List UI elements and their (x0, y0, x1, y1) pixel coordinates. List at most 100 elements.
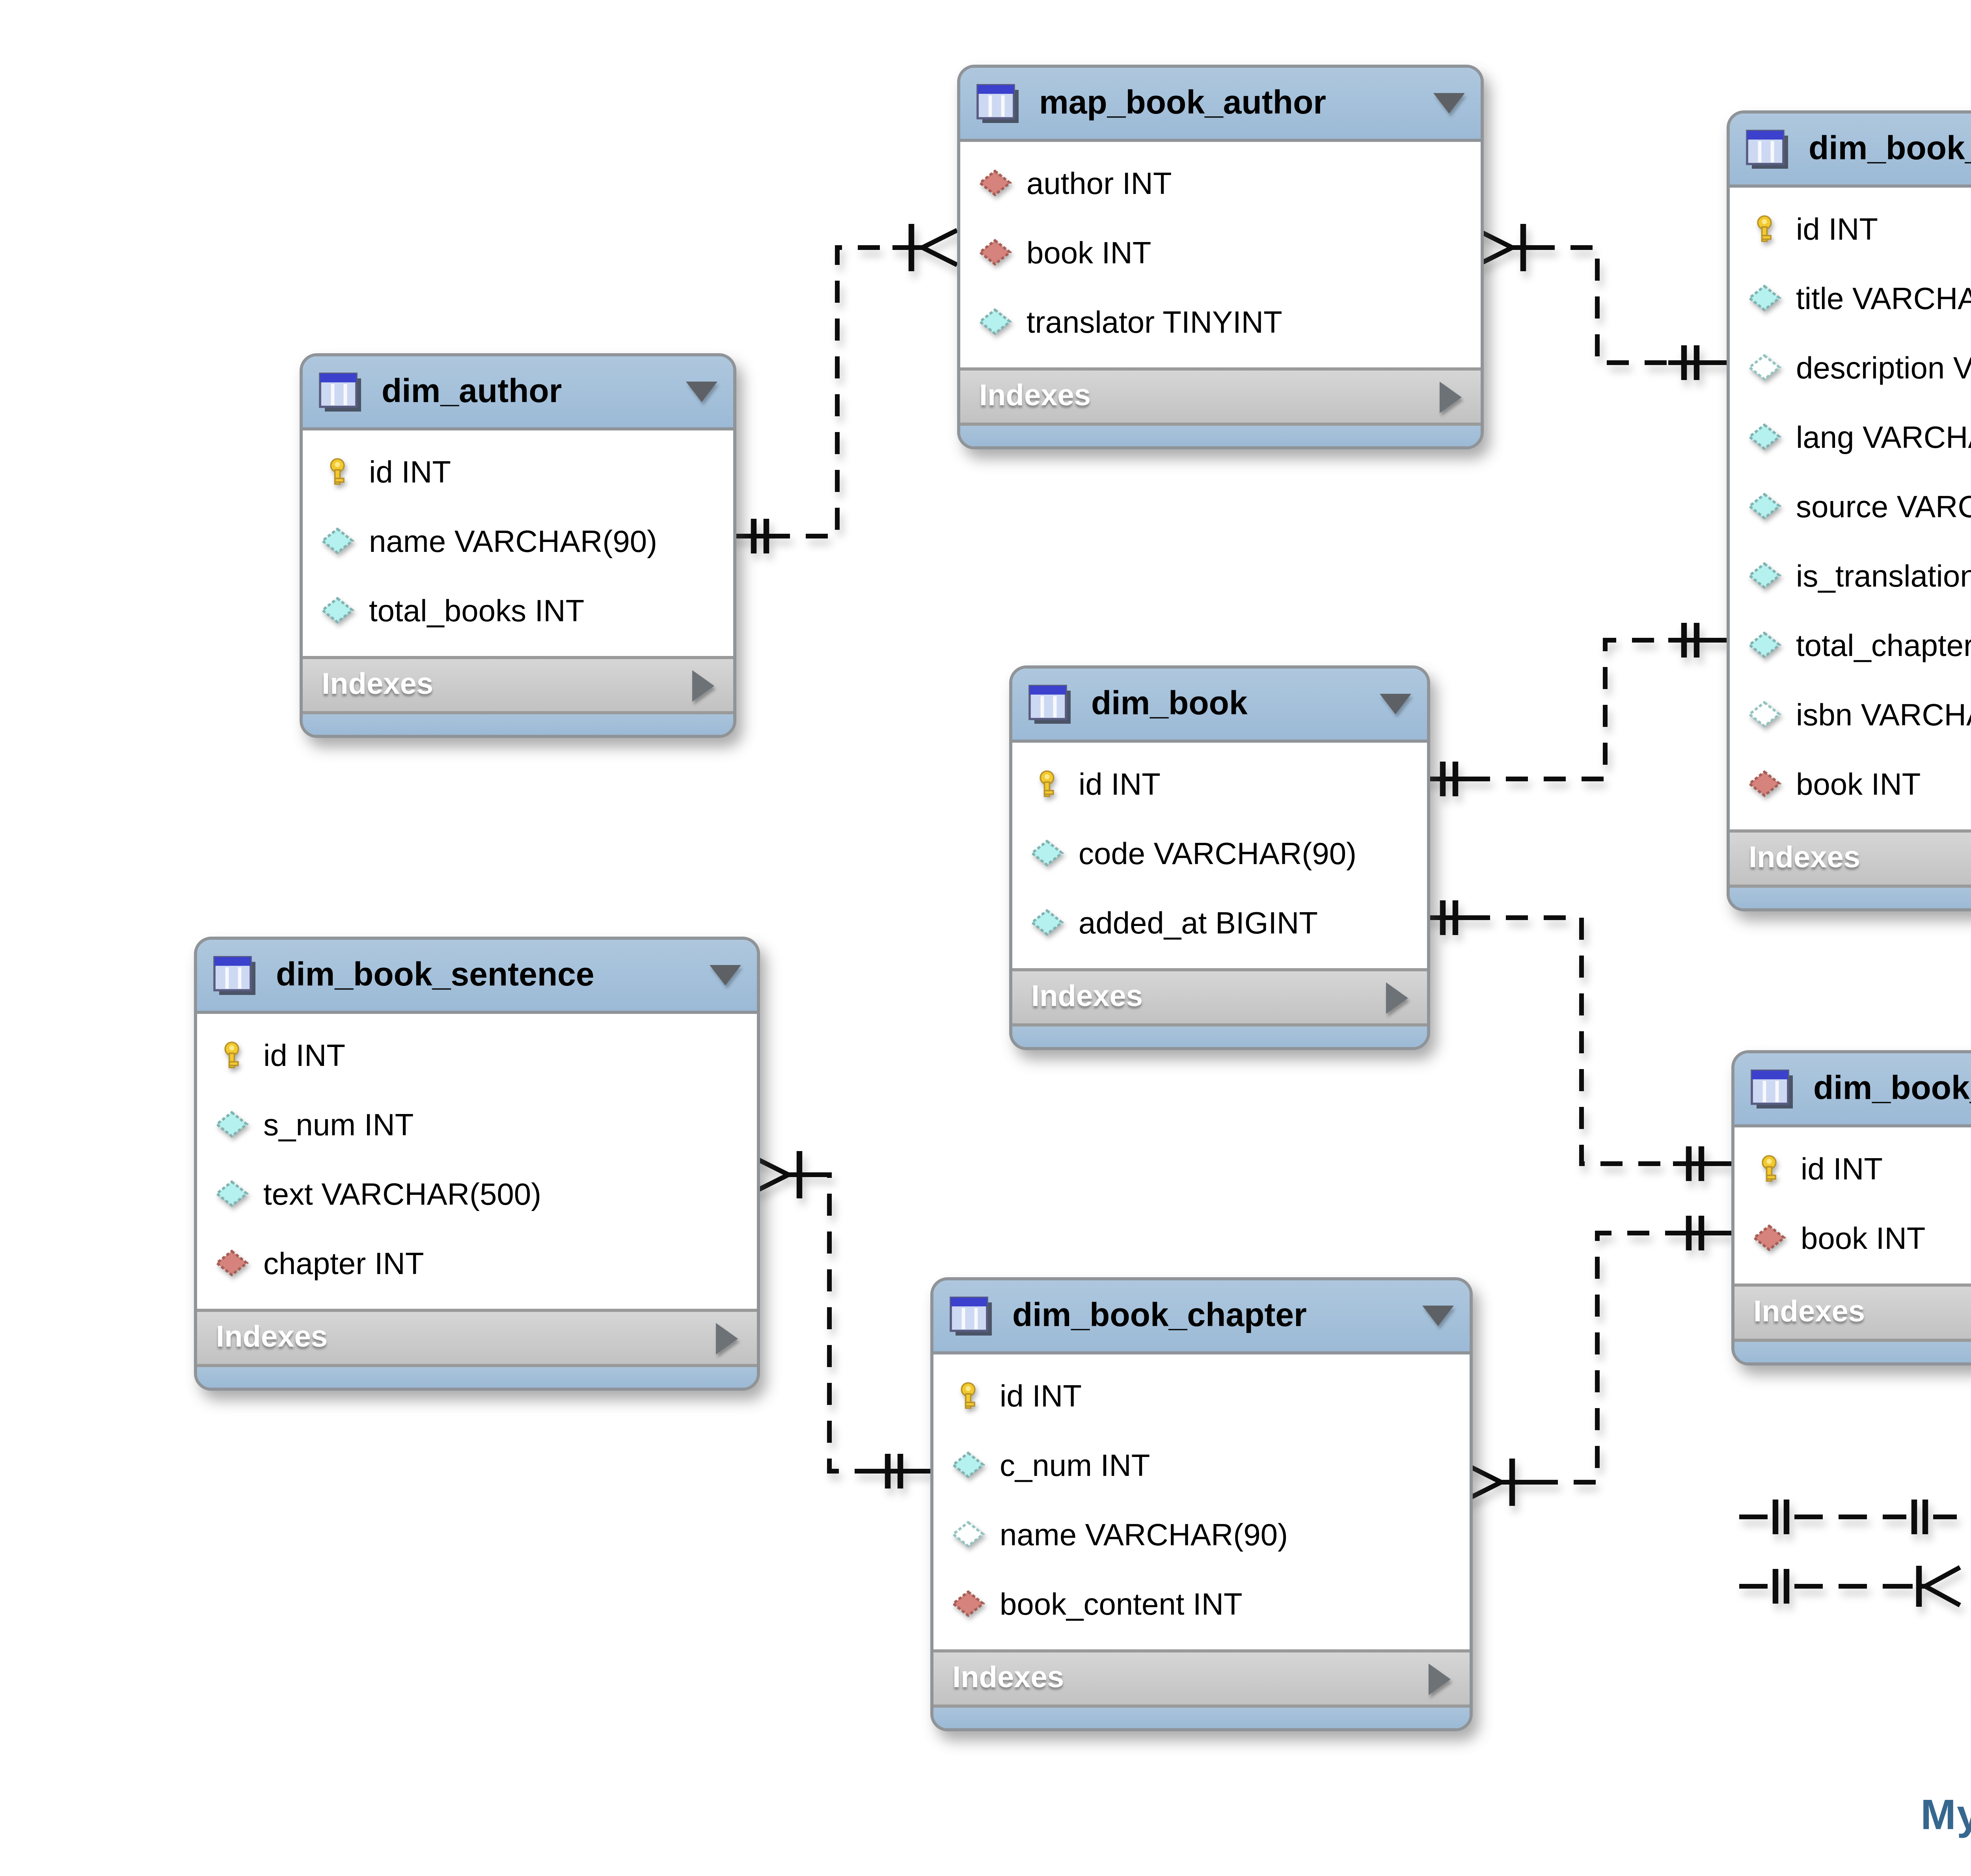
diamond-hollow-icon (1747, 700, 1782, 732)
column-row[interactable]: total_chapters INT (1730, 612, 1971, 681)
chevron-down-icon[interactable] (686, 382, 717, 402)
table-header-dim_book_content[interactable]: dim_book_content (1734, 1053, 1971, 1127)
column-label: lang VARCHAR(5) (1796, 420, 1971, 455)
diamond-cyan-icon (214, 1179, 249, 1211)
indexes-label: Indexes (216, 1321, 328, 1354)
column-label: s_num INT (263, 1108, 414, 1142)
column-row[interactable]: s_num INT (197, 1091, 757, 1161)
diamond-cyan-icon (320, 527, 355, 558)
column-row[interactable]: id INT (1012, 751, 1427, 820)
column-row[interactable]: isbn VARCHAR(80) (1730, 681, 1971, 751)
indexes-bar[interactable]: Indexes (303, 656, 733, 714)
chevron-down-icon[interactable] (1433, 93, 1465, 114)
column-row[interactable]: book_content INT (933, 1570, 1470, 1640)
table-header-dim_book_chapter[interactable]: dim_book_chapter (933, 1280, 1470, 1354)
table-icon (974, 81, 1022, 125)
indexes-label: Indexes (979, 379, 1091, 412)
table-footer-strip (960, 426, 1481, 446)
chevron-right-icon[interactable] (1386, 982, 1408, 1013)
relationship-dim_book_sentence-dim_book_chapter[interactable] (753, 1151, 930, 1489)
column-row[interactable]: id INT (1730, 196, 1971, 265)
table-icon (1749, 1067, 1796, 1111)
column-row[interactable]: title VARCHAR(90) (1730, 265, 1971, 334)
table-title: map_book_author (1039, 84, 1326, 121)
indexes-bar[interactable]: Indexes (197, 1309, 757, 1367)
indexes-label: Indexes (1749, 841, 1861, 874)
diamond-cyan-icon (1747, 423, 1782, 454)
diamond-hollow-icon (1747, 353, 1782, 385)
table-footer-strip (933, 1708, 1470, 1728)
relationship-dim_book_chapter-dim_book_content[interactable] (1465, 1216, 1731, 1506)
indexes-bar[interactable]: Indexes (1012, 968, 1427, 1026)
column-row[interactable]: total_books INT (303, 577, 733, 646)
column-row[interactable]: text VARCHAR(500) (197, 1161, 757, 1230)
column-row[interactable]: is_translation TINYINT (1730, 542, 1971, 612)
column-label: name VARCHAR(90) (1000, 1518, 1288, 1552)
table-header-dim_book_sentence[interactable]: dim_book_sentence (197, 940, 757, 1014)
table-header-dim_book_info[interactable]: dim_book_info (1730, 114, 1971, 188)
column-label: book_content INT (1000, 1587, 1243, 1622)
table-dim_book_content[interactable]: dim_book_contentid INT book INT Indexes (1731, 1050, 1971, 1366)
relationship-dim_book-dim_book_content[interactable] (1424, 900, 1731, 1181)
column-label: author INT (1026, 166, 1172, 201)
column-row[interactable]: source VARCHAR(90) (1730, 473, 1971, 542)
primary-key-icon (1747, 214, 1782, 246)
table-footer-strip (303, 714, 733, 735)
column-row[interactable]: name VARCHAR(90) (303, 508, 733, 577)
mysql-logo-my: My (1921, 1791, 1971, 1839)
column-row[interactable]: id INT (303, 438, 733, 508)
column-row[interactable]: description VARCHAR(200) (1730, 334, 1971, 404)
table-footer-strip (1734, 1342, 1971, 1362)
chevron-right-icon[interactable] (1429, 1663, 1451, 1694)
chevron-right-icon[interactable] (1440, 381, 1462, 412)
column-row[interactable]: translator TINYINT (960, 289, 1481, 358)
column-label: is_translation TINYINT (1796, 559, 1971, 594)
column-row[interactable]: c_num INT (933, 1432, 1470, 1501)
column-row[interactable]: code VARCHAR(90) (1012, 820, 1427, 889)
table-title: dim_book_content (1813, 1070, 1971, 1106)
table-title: dim_book_chapter (1012, 1297, 1307, 1333)
column-row[interactable]: chapter INT (197, 1230, 757, 1299)
relationship-dim_book-dim_book_info[interactable] (1424, 623, 1727, 796)
primary-key-icon (951, 1381, 986, 1413)
relationship-dim_author-map_book_author[interactable] (730, 224, 958, 553)
table-footer-strip (1012, 1026, 1427, 1047)
chevron-right-icon[interactable] (692, 669, 714, 701)
column-row[interactable]: book INT (1734, 1205, 1971, 1274)
table-header-map_book_author[interactable]: map_book_author (960, 68, 1481, 142)
relationship-map_book_author-dim_book_info[interactable] (1476, 224, 1727, 380)
column-row[interactable]: book INT (1730, 751, 1971, 820)
column-row[interactable]: id INT (933, 1362, 1470, 1432)
table-title: dim_book_info (1809, 130, 1971, 166)
diamond-cyan-icon (1747, 284, 1782, 315)
indexes-bar[interactable]: Indexes (1730, 829, 1971, 888)
column-row[interactable]: id INT (197, 1022, 757, 1091)
chevron-down-icon[interactable] (710, 965, 741, 986)
chevron-down-icon[interactable] (1380, 694, 1411, 714)
indexes-bar[interactable]: Indexes (960, 367, 1481, 426)
column-label: book INT (1026, 236, 1151, 270)
column-row[interactable]: id INT (1734, 1135, 1971, 1205)
chevron-right-icon[interactable] (716, 1322, 738, 1354)
table-header-dim_book[interactable]: dim_book (1012, 669, 1427, 743)
column-label: id INT (1801, 1152, 1883, 1187)
column-row[interactable]: book INT (960, 219, 1481, 289)
indexes-bar[interactable]: Indexes (933, 1649, 1470, 1708)
column-row[interactable]: author INT (960, 150, 1481, 219)
column-row[interactable]: added_at BIGINT (1012, 889, 1427, 959)
indexes-bar[interactable]: Indexes (1734, 1284, 1971, 1342)
column-row[interactable]: name VARCHAR(90) (933, 1501, 1470, 1570)
column-row[interactable]: lang VARCHAR(5) (1730, 404, 1971, 473)
column-label: c_num INT (1000, 1448, 1150, 1483)
chevron-down-icon[interactable] (1422, 1306, 1454, 1326)
table-header-dim_author[interactable]: dim_author (303, 356, 733, 430)
table-footer-strip (197, 1367, 757, 1388)
column-label: id INT (1079, 767, 1161, 802)
